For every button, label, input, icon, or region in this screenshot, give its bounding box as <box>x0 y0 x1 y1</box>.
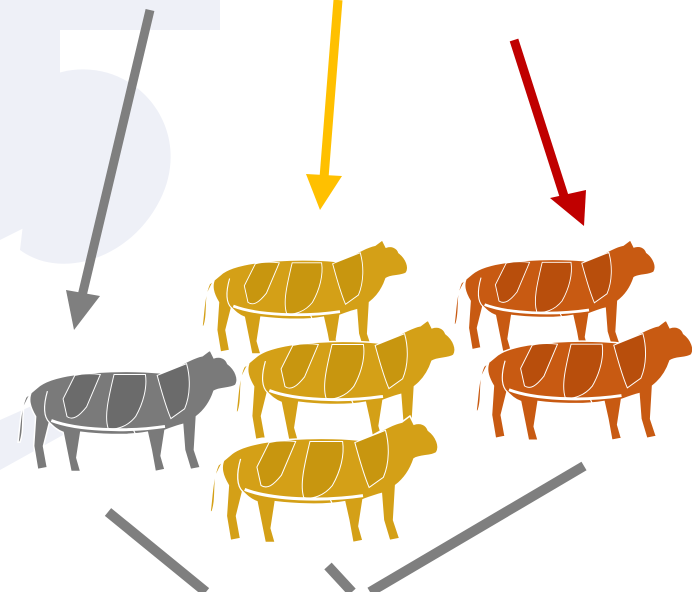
cow-icon <box>201 238 409 355</box>
cow-icon <box>453 238 656 353</box>
gray-arrow <box>66 8 155 330</box>
orange-herd <box>453 238 692 442</box>
cow-icon <box>475 318 692 442</box>
cow-icon <box>17 348 238 473</box>
gold-herd <box>201 238 456 544</box>
gray-herd <box>17 348 238 473</box>
gold-arrow <box>306 0 343 210</box>
red-arrow <box>509 38 586 226</box>
connector-lines <box>104 461 587 592</box>
cow-icon <box>209 414 439 544</box>
cow-icon <box>235 318 456 443</box>
